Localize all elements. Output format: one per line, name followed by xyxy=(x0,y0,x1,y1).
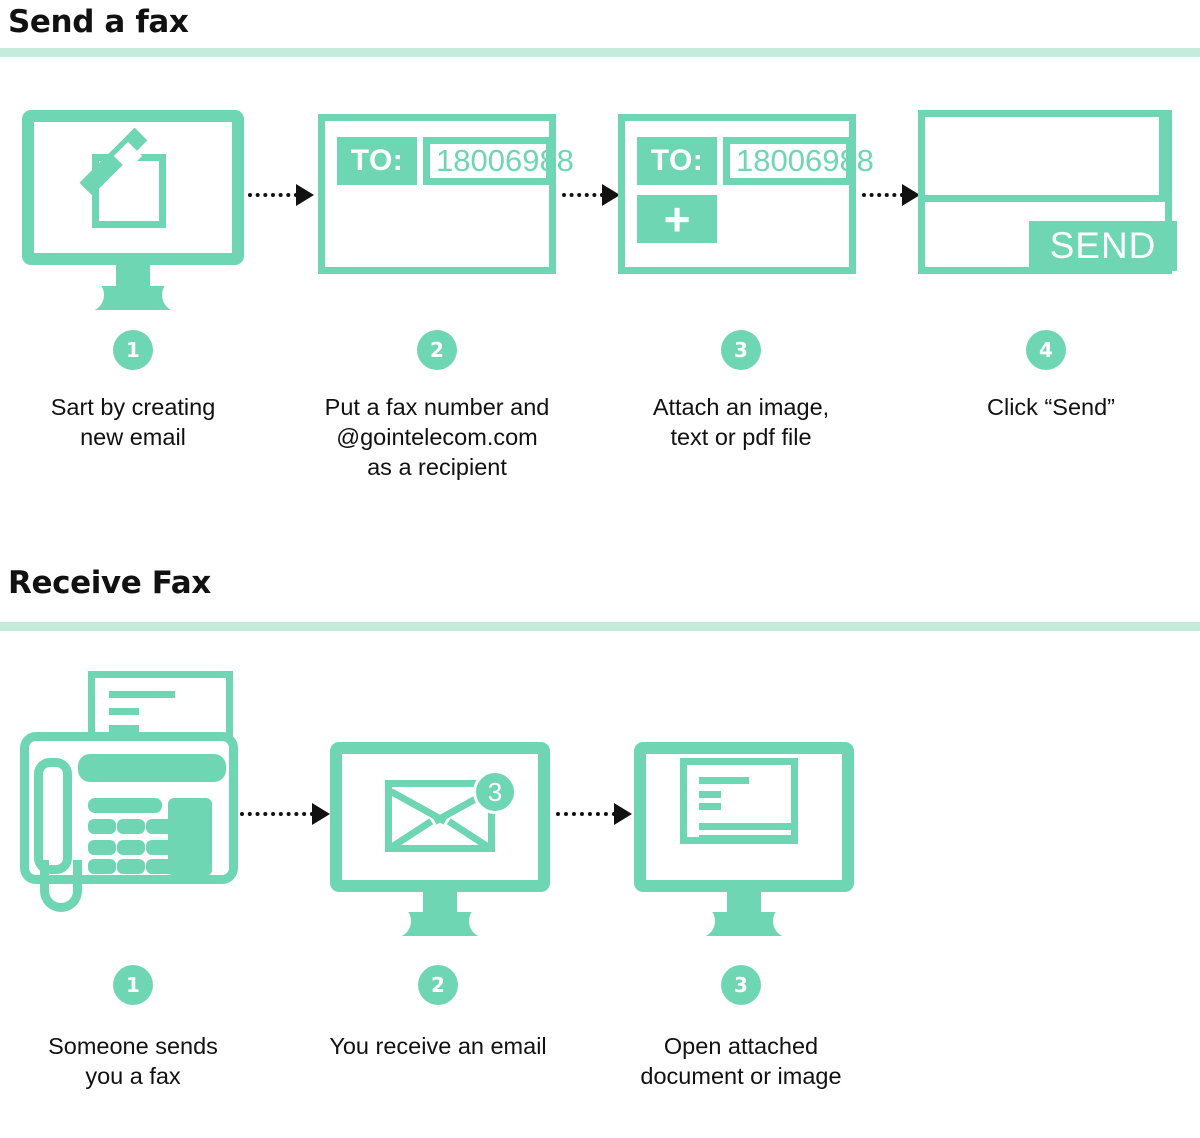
send-button[interactable]: SEND xyxy=(1029,221,1177,271)
fax-machine-icon xyxy=(20,660,270,920)
fax-key xyxy=(146,819,174,834)
fax-key xyxy=(117,819,145,834)
step-caption-3: Attach an image, text or pdf file xyxy=(652,394,830,450)
flow-arrow-1 xyxy=(248,183,318,207)
step-badge-1: 1 xyxy=(113,330,153,370)
doc-line xyxy=(699,791,721,798)
monitor-foot-notch-right xyxy=(773,904,807,938)
doc-line xyxy=(699,823,791,830)
flow-arrow-5 xyxy=(556,802,636,826)
step-caption-4: Click “Send” xyxy=(987,394,1115,420)
step-caption-1: Sart by creating new email xyxy=(50,394,216,450)
fax-number-field[interactable]: 18006988 xyxy=(723,137,874,185)
fax-display-panel xyxy=(168,798,212,876)
flow-arrow-3-line xyxy=(862,193,904,197)
doc-line xyxy=(109,725,139,732)
fax-key xyxy=(88,819,116,834)
doc-line xyxy=(109,708,139,715)
flow-arrow-5-head xyxy=(614,803,632,825)
flow-arrow-3 xyxy=(862,183,922,207)
fax-handset xyxy=(34,758,72,874)
unread-count-badge: 3 xyxy=(473,770,517,814)
monitor-document-icon xyxy=(634,742,854,938)
section-title-receive-fax: Receive Fax xyxy=(8,565,211,601)
flow-arrow-3-head xyxy=(902,184,920,206)
flow-arrow-2-head xyxy=(602,184,620,206)
flow-arrow-2-line xyxy=(562,193,604,197)
fax-cord xyxy=(40,860,82,912)
monitor-foot-notch-right xyxy=(469,904,503,938)
monitor-foot-notch-right xyxy=(162,278,196,312)
step-badge-receive-1: 1 xyxy=(113,965,153,1005)
flow-arrow-2 xyxy=(562,183,622,207)
fax-key xyxy=(117,859,145,874)
monitor-envelope-icon: 3 xyxy=(330,742,550,938)
compose-pencil-icon xyxy=(79,127,182,236)
step-badge-receive-3: 3 xyxy=(721,965,761,1005)
email-window-send-icon: SEND xyxy=(918,110,1177,274)
attach-button[interactable]: + xyxy=(637,195,717,243)
flow-arrow-1-line xyxy=(248,193,298,197)
fax-key xyxy=(88,859,116,874)
flow-arrow-1-head xyxy=(296,184,314,206)
email-window-attach-icon: TO: 18006988 + xyxy=(618,114,874,274)
monitor-foot-notch-left xyxy=(681,904,715,938)
step-caption-2: Put a fax number and @gointelecom.com as… xyxy=(324,394,550,480)
email-body-panel xyxy=(918,110,1166,202)
section-title-send-a-fax: Send a fax xyxy=(8,4,189,40)
fax-key xyxy=(146,840,174,855)
fax-key xyxy=(88,840,116,855)
fax-key xyxy=(117,840,145,855)
to-label-chip: TO: xyxy=(337,137,417,185)
flow-arrow-5-line xyxy=(556,812,616,816)
to-label-chip: TO: xyxy=(637,137,717,185)
monitor-foot-notch-left xyxy=(70,278,104,312)
doc-line xyxy=(109,691,175,698)
step-badge-4: 4 xyxy=(1026,330,1066,370)
fax-paper-tray xyxy=(78,754,226,782)
flow-arrow-4 xyxy=(240,802,336,826)
fax-key xyxy=(146,859,174,874)
doc-line xyxy=(699,803,721,810)
section-divider-receive-fax xyxy=(0,622,1200,631)
monitor-foot-notch-left xyxy=(377,904,411,938)
step-caption-receive-1: Someone sends you a fax xyxy=(48,1033,218,1089)
document-preview xyxy=(680,758,798,844)
doc-line xyxy=(699,777,749,784)
doc-line xyxy=(699,835,791,842)
step-caption-receive-2: You receive an email xyxy=(329,1033,547,1059)
step-badge-receive-2: 2 xyxy=(418,965,458,1005)
flow-arrow-4-line xyxy=(240,812,314,816)
step-badge-2: 2 xyxy=(417,330,457,370)
fax-number-field[interactable]: 18006988 xyxy=(423,137,574,185)
step-badge-3: 3 xyxy=(721,330,761,370)
fax-keypad-top-bar xyxy=(88,798,162,813)
step-caption-receive-3: Open attached document or image xyxy=(640,1033,842,1089)
flow-arrow-4-head xyxy=(312,803,330,825)
section-divider-send-a-fax xyxy=(0,48,1200,57)
monitor-compose-icon xyxy=(22,110,244,312)
email-window-recipient-icon: TO: 18006988 xyxy=(318,114,574,274)
